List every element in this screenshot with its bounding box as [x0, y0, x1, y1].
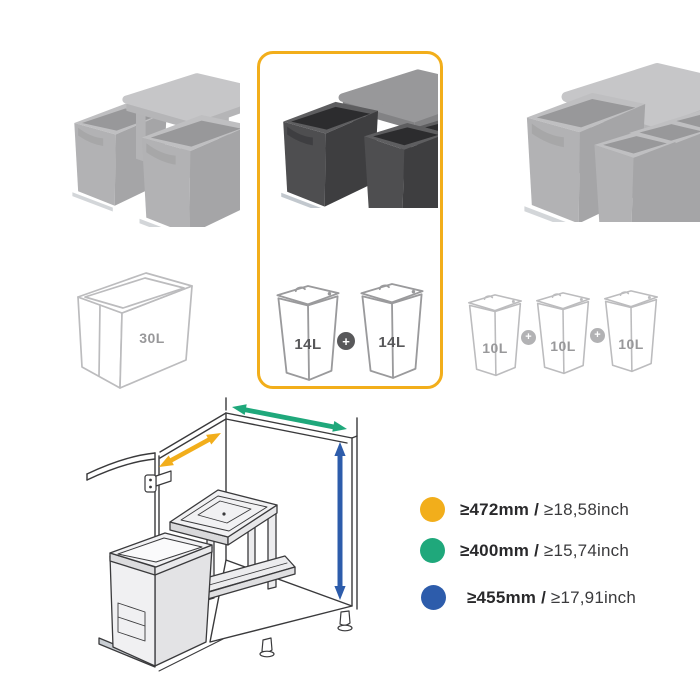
bin-10l-outline-drawing: [603, 286, 659, 378]
legend-metric-inch: ≥17,91inch: [550, 587, 636, 607]
height-arrow: [334, 442, 346, 600]
green-dot-icon: [420, 538, 445, 563]
pullout-frame-drawing: [98, 489, 296, 672]
bin-10l-outline-drawing: [467, 290, 523, 382]
capacity-label-30l: 30L: [139, 330, 165, 346]
plus-badge: +: [521, 330, 536, 345]
plus-badge: +: [590, 328, 605, 343]
bin-14l-outline-drawing: [274, 284, 342, 384]
legend-text: ≥455mm / ≥17,91inch: [467, 588, 636, 608]
capacity-label-14l: 14L: [294, 336, 322, 353]
bin-10l-outline-drawing: [535, 288, 591, 380]
blue-dot-icon: [421, 585, 446, 610]
cabinet-installation-diagram: [86, 397, 358, 672]
product-variant-selected-thumbnail[interactable]: [262, 56, 438, 208]
product-variant-right-thumbnail[interactable]: [465, 50, 700, 222]
bin-14l-outline-drawing: [358, 282, 426, 382]
plus-badge: +: [337, 332, 355, 350]
bin-30l-outline-drawing: [77, 272, 193, 389]
legend-text: ≥400mm / ≥15,74inch: [460, 541, 629, 561]
capacity-label-14l: 14L: [378, 334, 406, 351]
inner-bin-shape: [364, 123, 438, 208]
legend-metric-mm: ≥455mm: [467, 587, 537, 607]
legend-separator: /: [529, 540, 544, 560]
depth-arrow: [232, 404, 347, 432]
legend-row-depth: ≥400mm / ≥15,74inch: [420, 538, 629, 563]
hinge-icon: [144, 470, 172, 493]
product-variant-left-thumbnail[interactable]: [50, 62, 240, 227]
legend-separator: /: [536, 587, 551, 607]
legend-metric-mm: ≥472mm: [460, 499, 530, 519]
legend-row-height: ≥455mm / ≥17,91inch: [421, 585, 636, 610]
capacity-label-10l: 10L: [482, 340, 508, 356]
legend-row-door-width: ≥472mm / ≥18,58inch: [420, 497, 629, 522]
inner-bin-shape: [594, 132, 675, 222]
legend-metric-inch: ≥15,74inch: [543, 540, 629, 560]
container-shape: [281, 102, 378, 208]
capacity-label-10l: 10L: [618, 336, 644, 352]
legend-text: ≥472mm / ≥18,58inch: [460, 500, 629, 520]
cabinet-feet: [259, 610, 353, 658]
yellow-dot-icon: [420, 497, 445, 522]
legend-separator: /: [529, 499, 544, 519]
door-width-arrow: [159, 433, 221, 467]
legend-metric-inch: ≥18,58inch: [543, 499, 629, 519]
capacity-label-10l: 10L: [550, 338, 576, 354]
legend-metric-mm: ≥400mm: [460, 540, 530, 560]
